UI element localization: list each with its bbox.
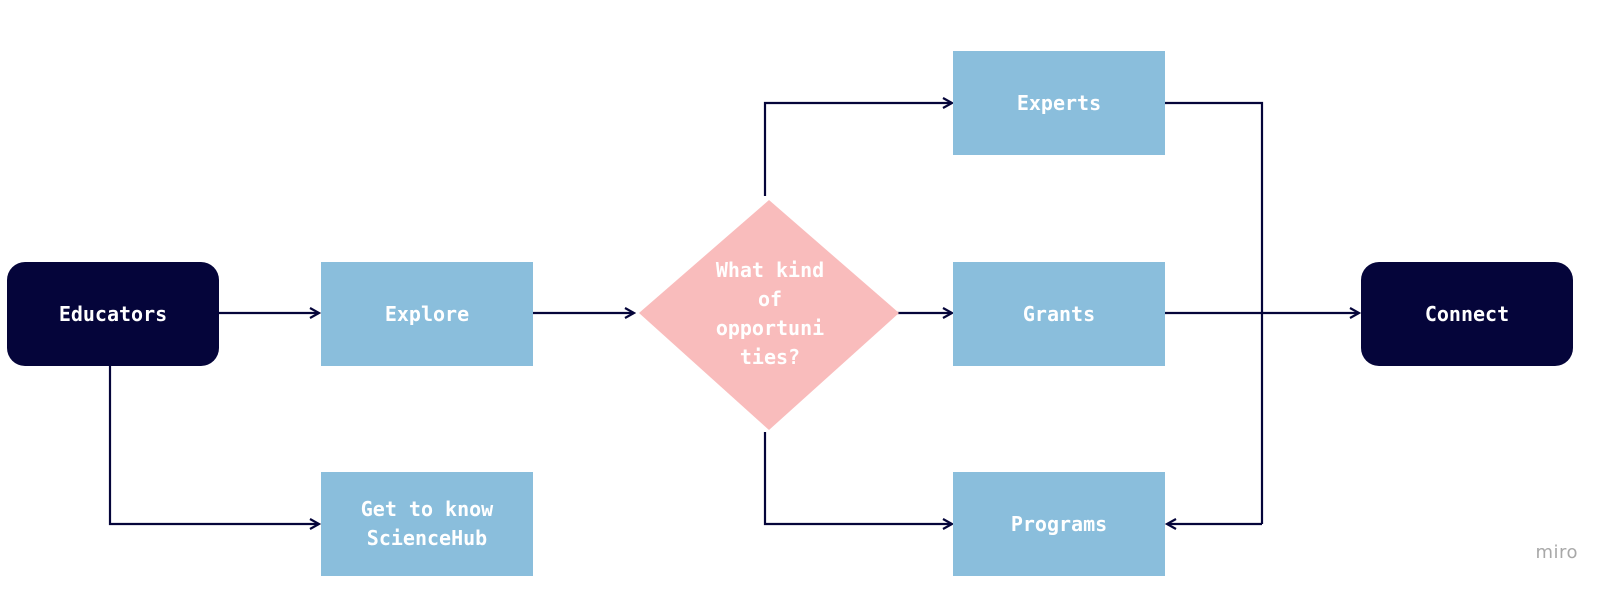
connect-node[interactable]: Connect [1361, 262, 1573, 366]
edge-educators-get-to-know [108, 365, 319, 524]
explore-node[interactable]: Explore [321, 262, 533, 366]
programs-node[interactable]: Programs [953, 472, 1165, 576]
decision-label: What kind of opportuni ties? [715, 258, 825, 369]
grants-node[interactable]: Grants [953, 262, 1165, 366]
decision-diamond [639, 200, 899, 430]
get-to-know-sciencehub-node[interactable]: Get to know ScienceHub [321, 472, 533, 576]
edge-decision-experts [763, 103, 952, 196]
miro-watermark: miro [1535, 542, 1578, 563]
edge-decision-programs [763, 432, 952, 524]
experts-node[interactable]: Experts [953, 51, 1165, 155]
edge-experts-bus [1164, 101, 1264, 524]
decision-node[interactable] [639, 200, 899, 434]
educators-node[interactable]: Educators [7, 262, 219, 366]
